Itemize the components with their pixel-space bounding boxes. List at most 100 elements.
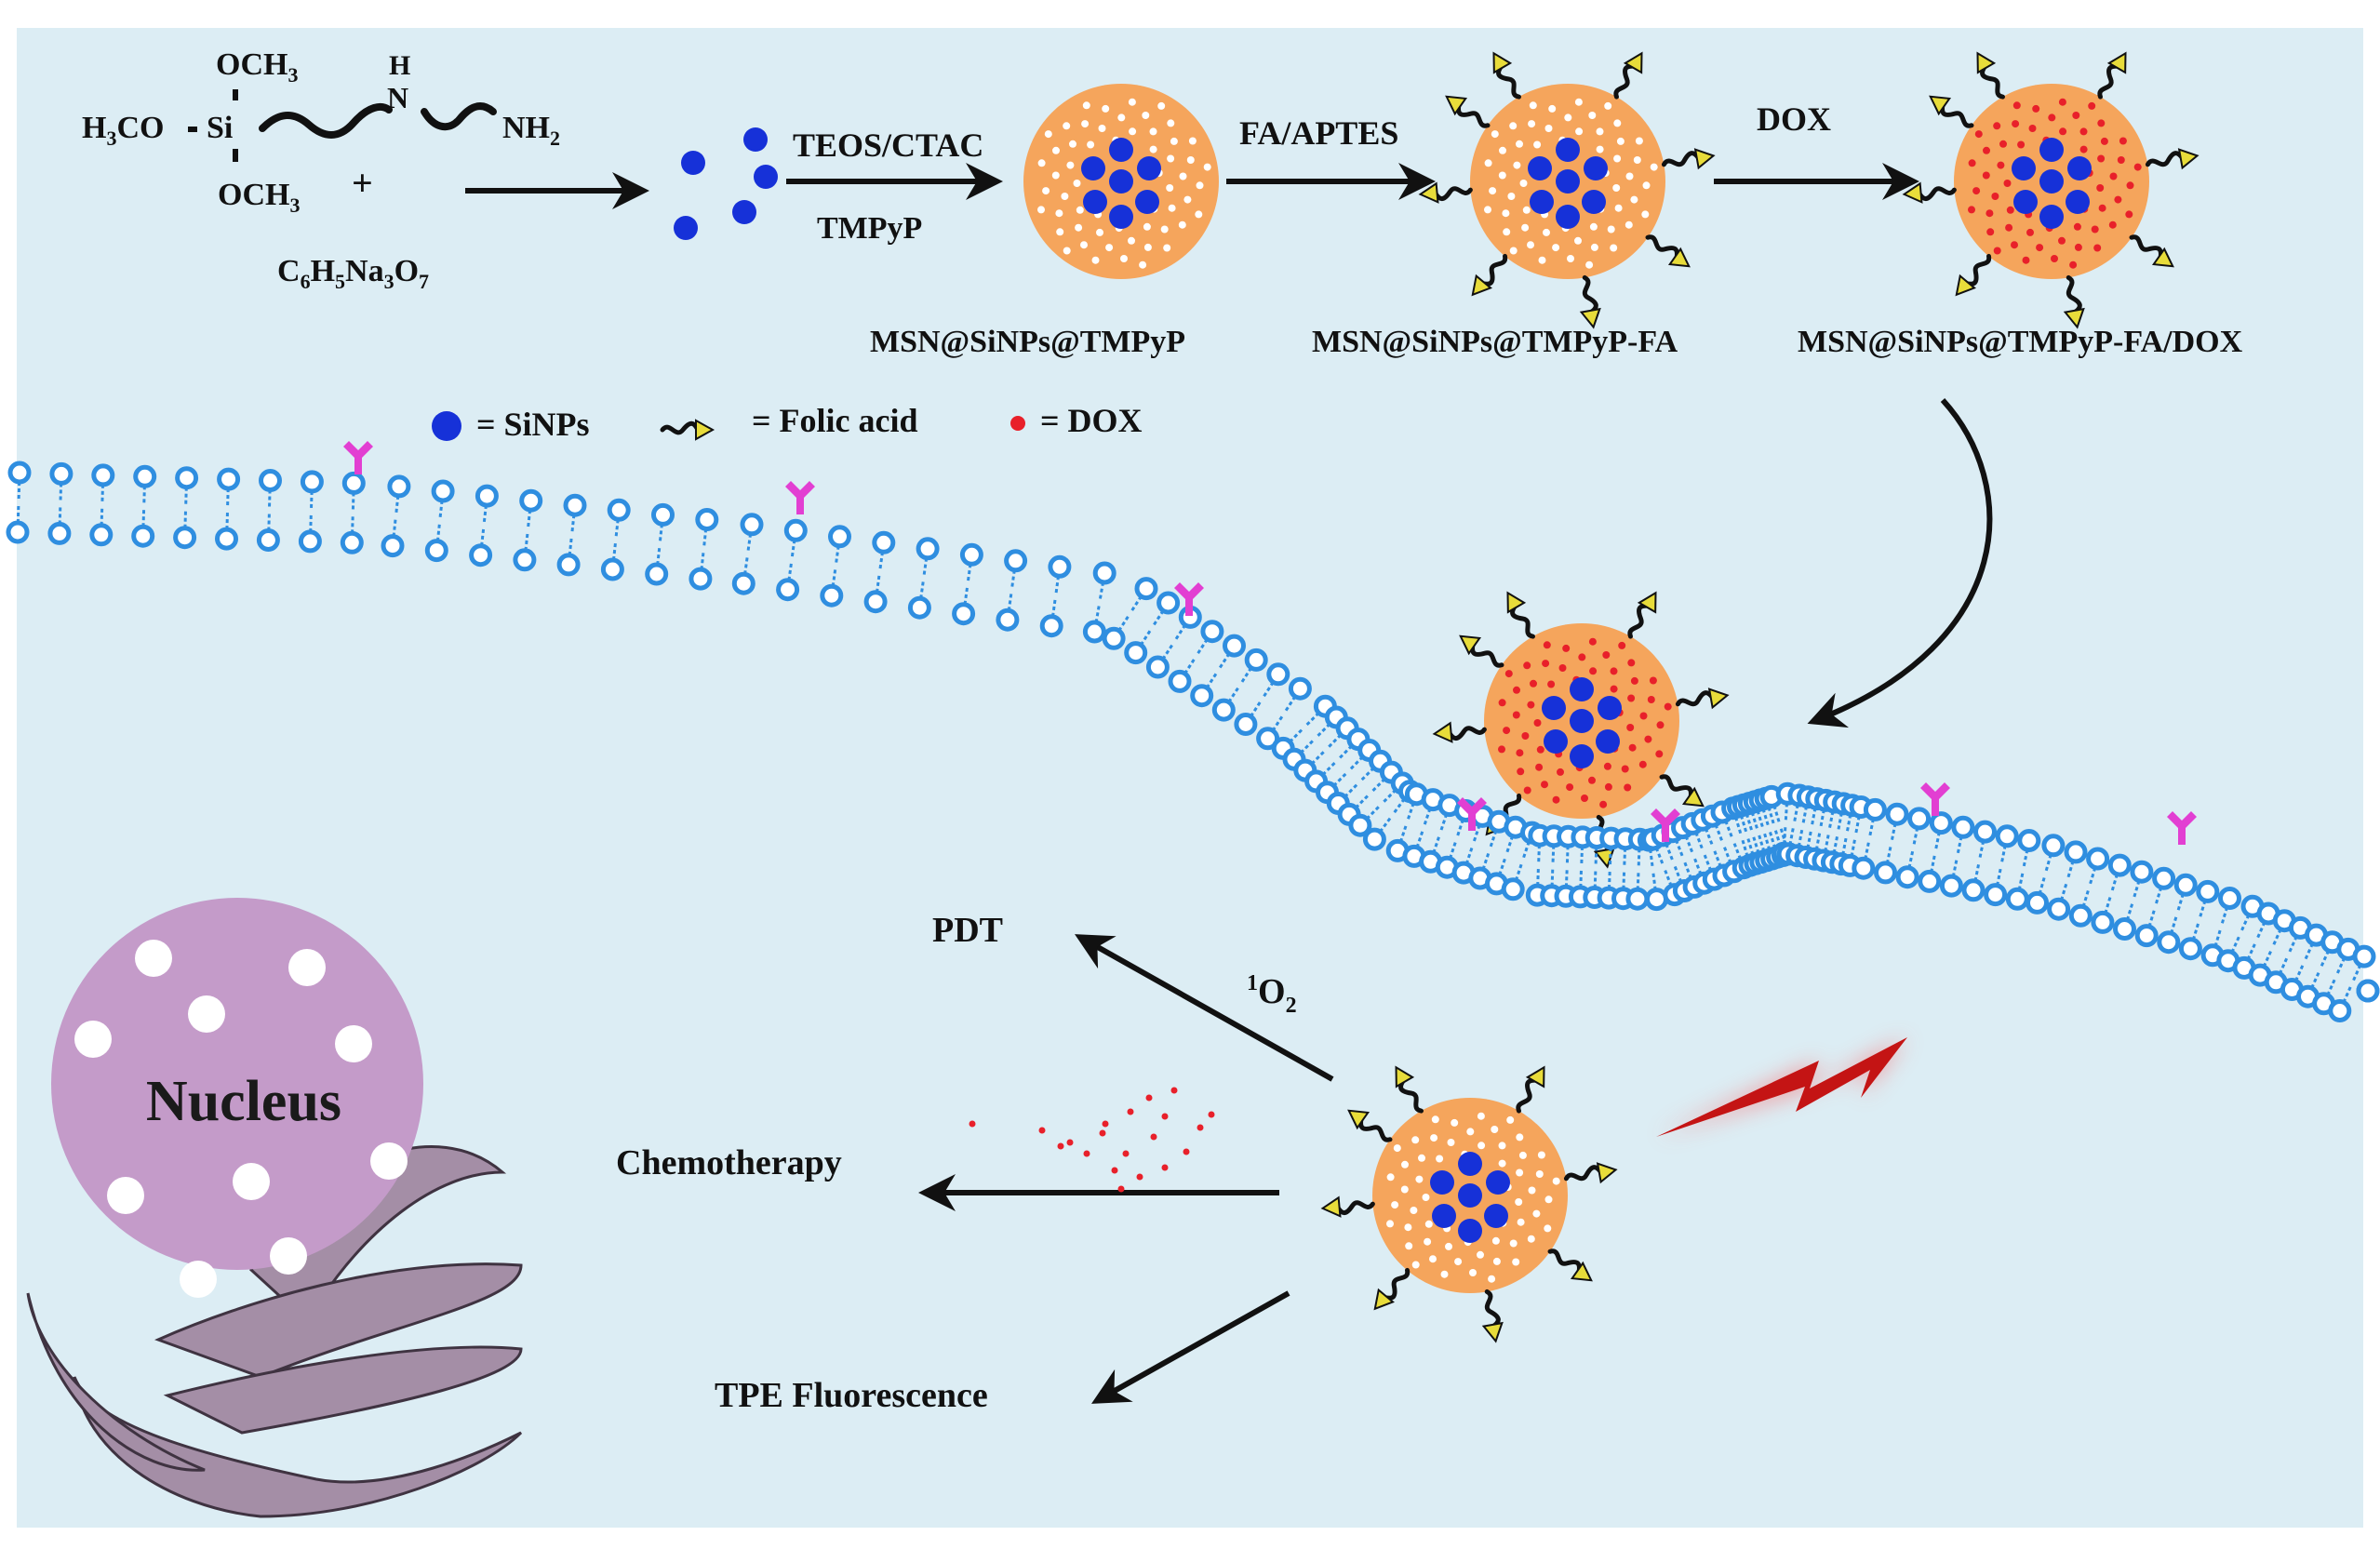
lipid-head xyxy=(131,524,155,548)
folate-receptor xyxy=(1457,797,1487,831)
sinp-dot xyxy=(1109,205,1133,229)
lipid-head xyxy=(1863,797,1887,821)
folate-receptor xyxy=(1920,782,1950,816)
sinp-dot xyxy=(1486,1170,1510,1195)
folic-acid-ligand xyxy=(1418,181,1473,204)
folic-acid-ligand xyxy=(1613,51,1643,100)
receptor-shape xyxy=(785,481,815,514)
pore-dot xyxy=(1492,1257,1501,1265)
lipid-tail xyxy=(614,519,620,538)
lipid-head xyxy=(607,498,631,522)
pore-dot xyxy=(1076,206,1084,214)
lipid-tail xyxy=(1793,804,1799,822)
arrow-tpe xyxy=(1091,1290,1290,1404)
lipid-tail xyxy=(2255,921,2266,940)
ligand-linker xyxy=(1613,63,1637,100)
pore-dot xyxy=(1120,255,1128,262)
lipid-head xyxy=(783,518,808,542)
pore-dot xyxy=(1538,256,1546,264)
lipid-tail xyxy=(2154,887,2163,905)
lipid-tail xyxy=(1382,788,1397,804)
lipid-head xyxy=(2356,979,2380,1003)
lipid-head xyxy=(2196,879,2220,903)
pore-dot xyxy=(1625,172,1634,180)
lipid-tail xyxy=(1439,813,1449,832)
lipid-tail xyxy=(2342,985,2352,1004)
sinp-dot xyxy=(1430,1170,1454,1195)
lipid-tail xyxy=(1196,638,1209,655)
lipid-head xyxy=(2047,897,2071,921)
lipid-tail xyxy=(1912,827,1919,846)
dox-dot xyxy=(1161,1113,1169,1120)
lipid-tail xyxy=(1951,859,1959,877)
lipid-tail xyxy=(1806,830,1812,848)
folate-receptor xyxy=(785,481,815,514)
lipid-head xyxy=(1134,577,1158,601)
folic-acid-ligand xyxy=(1432,721,1487,743)
lipid-tail xyxy=(2310,971,2320,989)
lipid-tail xyxy=(1694,832,1705,850)
sinp-dot xyxy=(1458,1219,1482,1243)
lipid-head xyxy=(133,464,157,488)
bond-dash-left xyxy=(188,127,197,132)
folic-acid-ligand xyxy=(1929,95,1974,128)
particle-msn-sinps-tmpyp-fa-dox xyxy=(1902,51,2199,329)
pore-dot xyxy=(1491,1126,1499,1133)
lipid-head xyxy=(341,471,366,495)
lipid-tail xyxy=(570,514,576,533)
pore-dot xyxy=(1630,195,1638,204)
lipid-head xyxy=(519,488,543,513)
lipid-tail xyxy=(1745,813,1754,832)
lipid-head xyxy=(1362,827,1386,851)
pore-dot xyxy=(1063,122,1071,130)
folic-acid-ligand xyxy=(1445,95,1491,128)
dox-dot xyxy=(2109,172,2118,180)
dox-dot xyxy=(2073,222,2081,231)
pore-dot xyxy=(1612,184,1621,192)
pore-dot xyxy=(1509,1239,1518,1248)
dox-dot xyxy=(1581,795,1588,802)
pore-dot xyxy=(1037,159,1046,167)
lipid-head xyxy=(2328,999,2352,1022)
lipid-tail xyxy=(1094,605,1101,623)
lipid-tail xyxy=(225,512,229,530)
dox-dot xyxy=(1647,696,1655,703)
pore-dot xyxy=(1105,244,1114,252)
dox-dot xyxy=(1602,651,1611,659)
pore-dot xyxy=(1183,195,1192,204)
dox-dot xyxy=(1057,1142,1064,1150)
sinp-dot xyxy=(1109,138,1133,162)
sinp-dot xyxy=(1582,190,1606,214)
dox-dot xyxy=(1512,711,1520,719)
lipid-tail xyxy=(1310,750,1326,766)
legend-dox-swatch xyxy=(1010,416,1025,431)
lipid-tail xyxy=(1692,857,1703,875)
lipid-tail xyxy=(966,563,972,582)
lipid-head xyxy=(2157,930,2181,955)
lipid-tail xyxy=(2320,950,2330,968)
lipid-tail xyxy=(2294,964,2305,981)
sinp-dot xyxy=(2066,190,2090,214)
sinp-dot xyxy=(1584,156,1608,180)
dox-dot xyxy=(1991,193,1999,200)
ligand-linker xyxy=(1335,1200,1375,1216)
sinp-dot xyxy=(1135,190,1159,214)
lipid-tail xyxy=(1819,808,1825,828)
dox-dot xyxy=(2051,255,2058,262)
ligand-head xyxy=(2106,51,2127,74)
lipid-tail xyxy=(1788,827,1795,846)
lipid-tail xyxy=(1713,849,1722,868)
lipid-tail xyxy=(1772,805,1781,823)
lipid-head xyxy=(1145,655,1170,679)
lipid-tail xyxy=(1956,835,1963,855)
lipid-tail xyxy=(2191,922,2200,941)
pore-dot xyxy=(1614,204,1623,212)
sinp-dot xyxy=(1432,1204,1456,1228)
dox-dot xyxy=(2074,243,2082,251)
lipid-head xyxy=(1918,869,1942,893)
pore-dot xyxy=(1160,225,1169,234)
pore-dot xyxy=(1445,1242,1452,1250)
lipid-head xyxy=(1223,634,1246,658)
nucleus-pore xyxy=(188,995,225,1033)
lipid-tail xyxy=(2060,882,2068,901)
